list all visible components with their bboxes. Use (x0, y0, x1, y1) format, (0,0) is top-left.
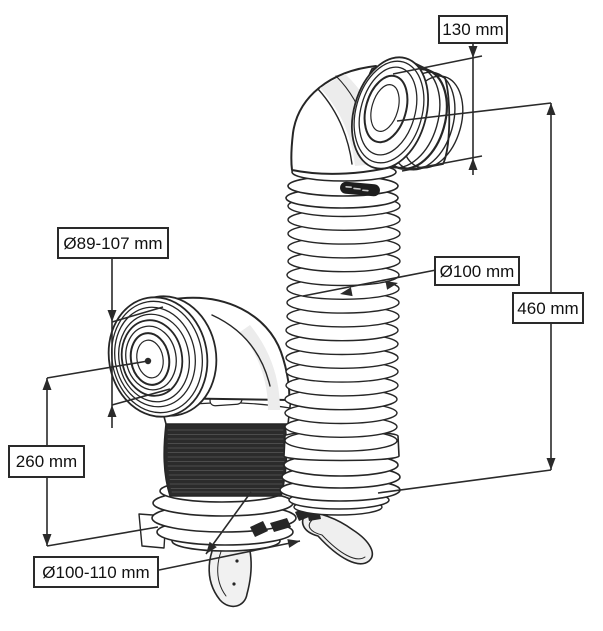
ext-line (396, 102, 552, 122)
arrowhead (287, 539, 300, 548)
arrowhead (385, 280, 398, 290)
arrowhead (42, 378, 52, 390)
arrowhead (340, 287, 353, 297)
right-inlet-stub (351, 56, 464, 171)
right-flap-valve (301, 512, 374, 565)
dim-label-outlet-diameter: Ø100-110 mm (33, 556, 159, 588)
arrowhead (468, 158, 478, 170)
right-corrugated-pipe (284, 194, 401, 452)
leader-line (302, 269, 437, 297)
arrowhead (107, 310, 117, 322)
left-corrugated-sleeve (163, 423, 288, 497)
arrowhead (546, 458, 556, 470)
arrowhead (206, 541, 217, 554)
arrowhead (42, 534, 52, 546)
leader-line (205, 491, 252, 555)
leader-line (158, 540, 301, 571)
arrowhead (546, 103, 556, 115)
ext-line (401, 155, 483, 172)
left-hinge-clip (270, 518, 291, 532)
ext-line (111, 306, 164, 323)
ext-line (377, 469, 552, 494)
arrowhead (107, 405, 117, 417)
dimension-lines (46, 44, 552, 571)
dim-label-total-height: 460 mm (512, 292, 584, 324)
left-hinge-clip (250, 521, 268, 537)
ext-line (111, 388, 171, 406)
arrowhead (468, 46, 478, 58)
leader-line (46, 360, 149, 379)
center-point (144, 357, 152, 365)
dim-label-elbow-height: 130 mm (438, 15, 508, 44)
ext-line (392, 55, 483, 75)
dim-label-pipe-diameter: Ø100 mm (434, 256, 520, 286)
right-connector (279, 56, 464, 565)
dim-label-inlet-diameter: Ø89-107 mm (57, 227, 169, 259)
dim-label-short-total-height: 260 mm (8, 445, 85, 478)
ext-line (46, 526, 159, 547)
dimension-arrowheads (42, 46, 556, 554)
